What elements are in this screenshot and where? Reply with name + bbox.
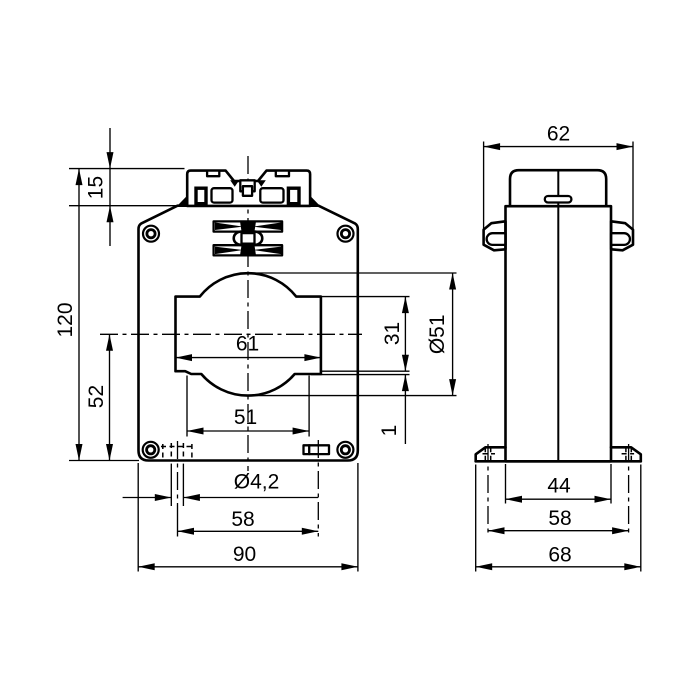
dim-68: 68 — [475, 464, 642, 572]
dim-68-label: 68 — [548, 543, 571, 566]
dim-62: 62 — [482, 123, 634, 229]
saddle-top-wedge-left — [215, 222, 243, 230]
mounting-slot-right — [302, 444, 331, 456]
side-dimensions: 62 44 58 — [475, 123, 642, 572]
side-view: 62 44 58 — [474, 123, 643, 572]
saddle-center-square — [240, 231, 256, 245]
terminal-slot-left — [210, 187, 234, 204]
dim-58-side: 58 — [487, 444, 630, 536]
screw-top-left — [141, 224, 161, 243]
terminal-clip-left — [230, 180, 240, 187]
dim-58-side-label: 58 — [548, 507, 571, 530]
terminal-end-screw-right — [286, 186, 301, 206]
side-top-cap — [508, 168, 608, 208]
window-opening — [174, 271, 323, 397]
side-ear-left-slot — [485, 232, 507, 247]
dim-52: 52 — [85, 334, 113, 461]
dim-15: 15 — [85, 128, 114, 246]
terminal-notch-right — [274, 169, 291, 178]
dim-15-label: 15 — [85, 176, 108, 199]
dim-dia42: Ø4,2 — [122, 463, 318, 506]
dim-1: 1 — [311, 373, 410, 444]
dim-61: 61 — [175, 333, 321, 362]
terminal-clip-right — [256, 180, 266, 187]
terminal-end-screw-left — [194, 186, 208, 206]
saddle-top-boss — [240, 221, 256, 232]
dim-51-label: 51 — [234, 406, 257, 429]
front-dimensions: 15 120 52 61 — [54, 128, 457, 572]
dim-31-label: 31 — [381, 322, 404, 345]
terminal-notch-left — [205, 169, 221, 178]
saddle-bottom-wedge-left — [215, 246, 243, 255]
saddle-top-wedge-right — [253, 222, 281, 230]
screw-top-right — [336, 224, 355, 243]
dim-51: 51 — [186, 375, 310, 437]
screw-bottom-right — [336, 440, 355, 459]
dim-44-label: 44 — [547, 475, 571, 498]
front-view: 15 120 52 61 — [54, 128, 457, 572]
terminal-block — [178, 169, 319, 208]
dim-120-label: 120 — [54, 302, 77, 337]
front-body-outline — [137, 204, 360, 462]
side-cap-slot — [543, 194, 573, 204]
flange-right — [609, 446, 643, 463]
saddle-bottom-boss — [240, 245, 256, 256]
terminal-gusset-right — [309, 195, 319, 205]
side-base-flange — [474, 446, 643, 463]
dim-dia42-label: Ø4,2 — [234, 471, 280, 494]
side-ear-right-slot — [609, 232, 632, 247]
dim-61-label: 61 — [236, 333, 259, 356]
screw-bottom-left — [141, 440, 160, 459]
terminal-center-screw — [241, 185, 254, 197]
dim-44: 44 — [504, 464, 612, 504]
saddle-right-c — [252, 230, 264, 247]
dim-31: 31 — [320, 295, 410, 372]
dim-52-label: 52 — [85, 385, 108, 408]
terminal-slot-right — [259, 187, 285, 204]
dim-dia51-label: Ø51 — [426, 314, 449, 354]
dim-120: 120 — [54, 168, 83, 461]
terminal-gusset-left — [178, 195, 188, 205]
corner-screws — [141, 224, 355, 459]
dim-62-label: 62 — [547, 123, 570, 146]
saddle-left-c — [232, 230, 244, 247]
dim-dia51: Ø51 — [248, 272, 457, 397]
cable-saddle — [212, 220, 284, 257]
dim-90-label: 90 — [233, 543, 256, 566]
flange-left — [474, 446, 507, 463]
dim-1-label: 1 — [378, 425, 401, 437]
dim-90: 90 — [137, 463, 359, 572]
dim-58-front: 58 — [176, 440, 319, 537]
dim-58-front-label: 58 — [231, 508, 254, 531]
saddle-bottom-wedge-right — [253, 246, 281, 255]
